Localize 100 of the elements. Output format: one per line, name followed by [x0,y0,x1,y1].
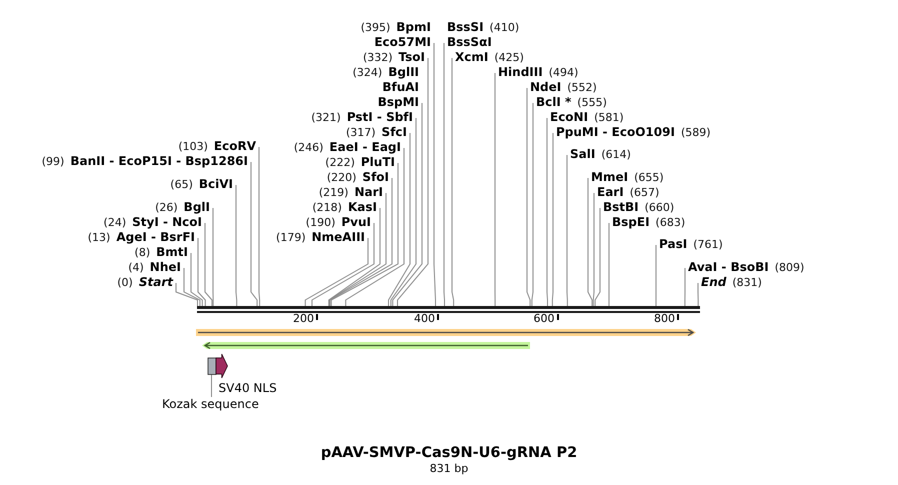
site-coordinate: (494) [548,64,578,80]
scale-label: 200 [293,312,314,325]
leader-line [236,184,238,306]
sequence-length: 831 bp [430,462,468,476]
site-coordinate: (683) [656,214,686,230]
enzyme-name: BssSαI [447,34,492,50]
site-coordinate: (410) [490,20,520,34]
leader-line [397,58,428,306]
enzyme-name: BspMI [378,94,419,110]
enzyme-name: Eco57MI [374,34,431,50]
site-coordinate: (218) [312,200,342,214]
enzyme-name: NarI [354,184,383,200]
enzyme-name: MmeI [591,170,628,184]
enzyme-name: EcoNI [550,110,588,124]
enzyme-name: BclI * [536,94,572,110]
leader-line [552,132,554,306]
enzyme-name: PasI [659,236,688,252]
enzyme-name: TsoI [398,50,425,64]
site-coordinate: (222) [325,154,355,170]
site-coordinate: (99) [42,154,64,168]
scale-label: 600 [534,312,554,325]
site-coordinate: (614) [601,146,631,162]
enzyme-name: SfoI [362,170,389,184]
site-coordinate: (65) [170,176,193,192]
site-coordinate: (190) [306,214,336,230]
leader-line [444,42,445,306]
scale-label: 400 [414,312,435,325]
enzyme-name: BspEI [612,214,650,230]
enzyme-name: KasI [348,200,377,214]
site-coordinate: (8) [134,244,150,260]
leader-line [212,208,214,306]
enzyme-name: HindIII [498,64,543,80]
leader-line [176,282,198,306]
leader-line [526,88,531,306]
site-coordinate: (13) [88,230,110,244]
leader-line [328,208,380,306]
site-coordinate: (321) [311,110,341,124]
leader-line [388,132,410,306]
site-coordinate: (4) [128,260,144,274]
site-coordinate: (324) [352,64,382,80]
enzyme-name: NheI [150,260,181,274]
leader-line [198,238,206,306]
enzyme-name: PvuI [341,214,371,230]
map-end-label: Start [138,274,173,290]
enzyme-name: BciVI [198,176,233,192]
leader-line [330,162,398,306]
site-coordinate: (581) [594,110,624,124]
leader-line [592,192,594,306]
leader-line [330,178,392,306]
site-coordinate: (809) [774,260,804,274]
enzyme-name: BanII - EcoP15I - Bsp1286I [70,154,248,168]
enzyme-name: PstI - SbfI [346,110,413,124]
feature-label: Kozak sequence [162,397,259,411]
leader-line [250,162,258,306]
enzyme-name: BpmI [396,20,431,34]
site-coordinate: (24) [104,214,126,230]
enzyme-name: StyI - NcoI [132,214,202,230]
sequence-feature [196,329,696,336]
leader-line [566,154,568,306]
site-coordinate: (246) [294,140,324,154]
site-coordinate: (657) [630,184,660,200]
enzyme-name: NmeAIII [312,230,365,244]
leader-line [392,102,422,306]
map-end-label: End [701,274,726,290]
enzyme-name: EaeI - EagI [329,140,401,154]
leader-line [531,102,534,306]
leader-line [608,222,610,306]
leader-line [328,192,386,306]
sequence-feature [208,358,216,374]
enzyme-name: XcmI [455,50,488,64]
leader-line [434,42,436,306]
leader-line [204,222,212,306]
leader-line [390,118,416,306]
site-coordinate: (395) [360,20,390,34]
site-coordinate: (660) [644,200,674,214]
leader-line [594,208,600,306]
enzyme-name: SfcI [382,124,407,140]
leader-line [698,282,699,306]
site-coordinate: (219) [318,184,348,200]
leader-line [304,238,368,306]
enzyme-name: BfuAI [382,80,419,94]
enzyme-name: BstBI [603,200,639,214]
leader-line [312,222,374,306]
leader-line [345,148,404,306]
feature-label: SV40 NLS [218,381,277,395]
site-coordinate: (317) [346,124,376,140]
enzyme-name: PpuMI - EcoO109I [556,124,675,140]
sequence-feature [202,342,530,349]
enzyme-name: PluTI [360,154,395,170]
map-title: pAAV-SMVP-Cas9N-U6-gRNA P2 [320,444,578,462]
leader-line [588,178,593,306]
scale-label: 800 [654,312,675,325]
enzyme-name: BglII [388,64,419,80]
leader-line [684,268,686,306]
leader-line [494,72,496,306]
leader-line [452,58,454,306]
enzyme-name: AgeI - BsrFI [116,230,195,244]
site-coordinate: (555) [577,94,607,110]
enzyme-name: EarI [597,184,624,200]
site-coordinate: (179) [276,230,306,244]
